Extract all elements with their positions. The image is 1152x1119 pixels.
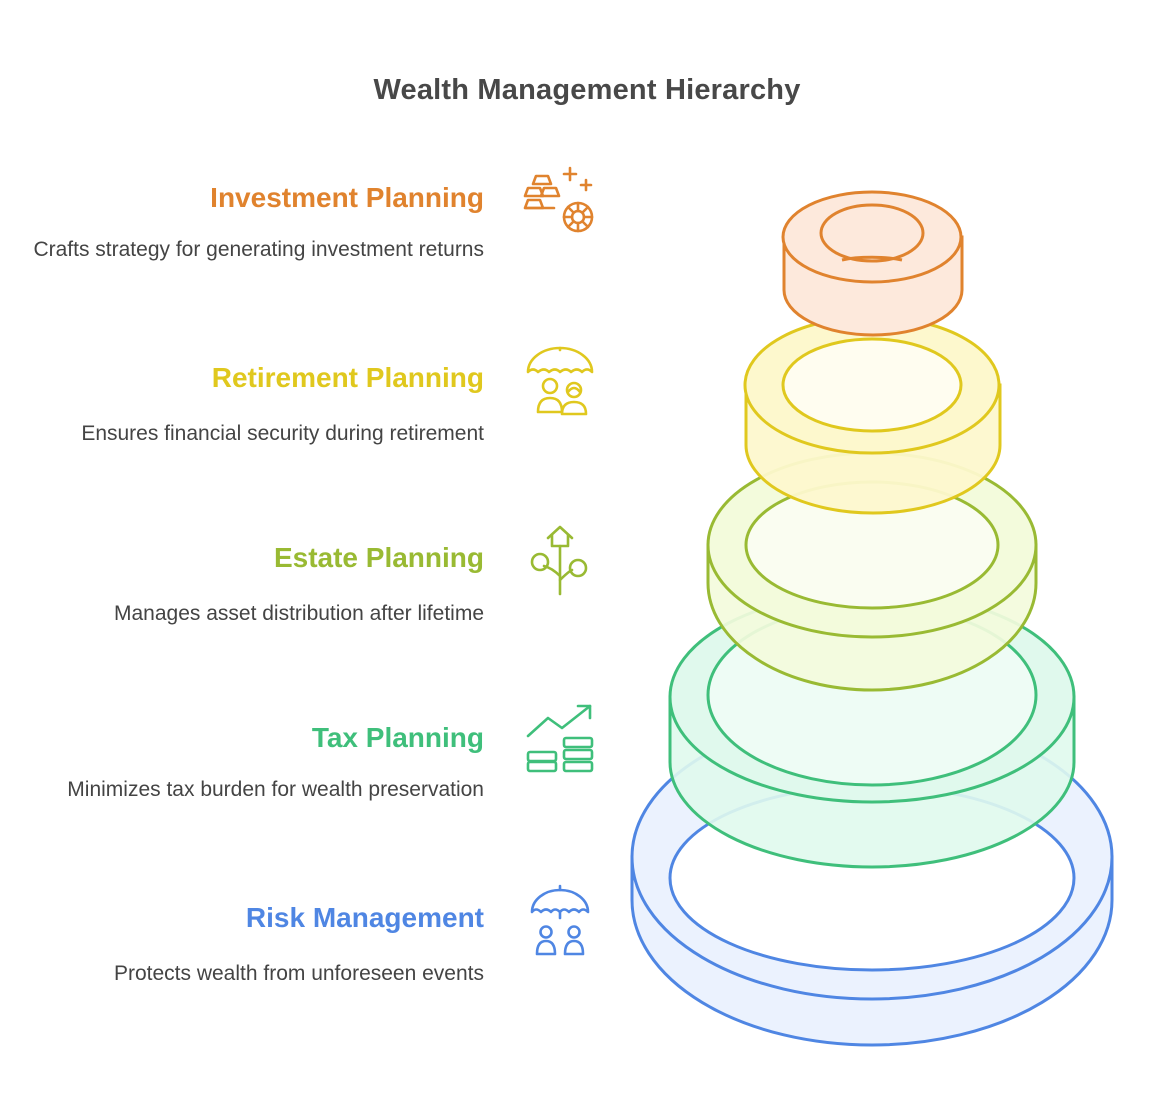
ring-estate-planning [706, 451, 1038, 692]
estate-planning-title: Estate Planning [273, 542, 484, 573]
tax-planning-title: Tax Planning [311, 722, 484, 753]
ring-investment-planning [781, 190, 964, 337]
diagram-title: Wealth Management Hierarchy [373, 74, 801, 106]
umbrella-couple-icon [522, 342, 598, 418]
gold-bars-coin-icon [522, 162, 598, 238]
investment-planning-title: Investment Planning [210, 182, 484, 213]
umbrella-people-icon [522, 882, 598, 958]
ring-retirement-planning [743, 315, 1002, 515]
risk-management-description: Protects wealth from unforeseen events [113, 962, 484, 985]
investment-planning-description: Crafts strategy for generating investmen… [33, 238, 484, 261]
money-growth-chart-icon [522, 700, 598, 776]
tax-planning-description: Minimizes tax burden for wealth preserva… [67, 778, 484, 801]
risk-management-title: Risk Management [245, 902, 484, 933]
retirement-planning-title: Retirement Planning [211, 362, 484, 393]
house-growth-tree-icon [522, 522, 598, 598]
estate-planning-description: Manages asset distribution after lifetim… [113, 602, 484, 625]
retirement-planning-description: Ensures financial security during retire… [81, 422, 484, 445]
